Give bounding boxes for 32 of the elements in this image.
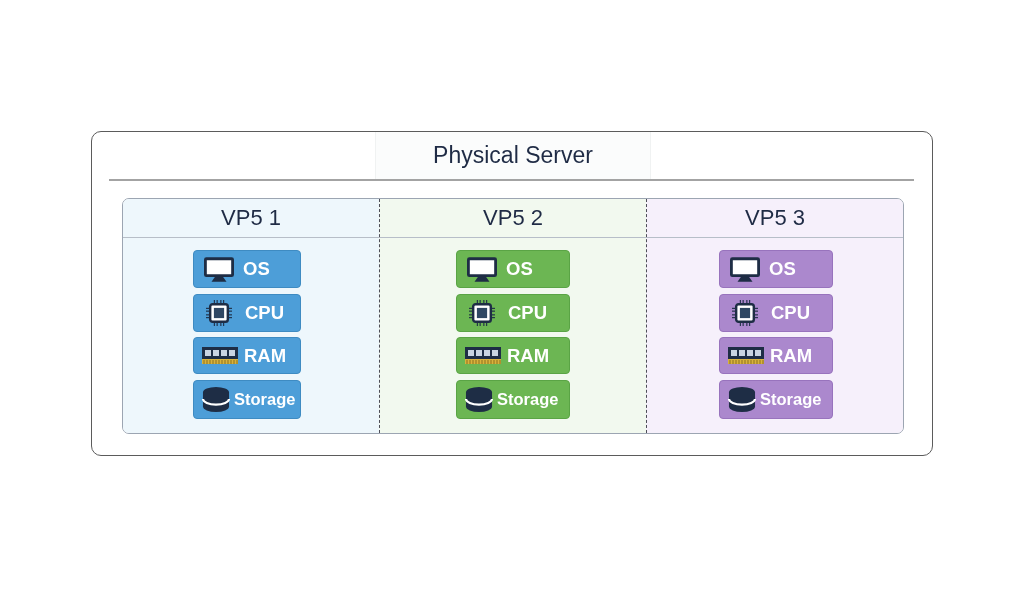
resource-tile — [456, 250, 570, 288]
resource-label: Storage — [760, 390, 822, 409]
vps-column — [123, 199, 379, 433]
resource-label: Storage — [234, 390, 296, 409]
resource-label: RAM — [244, 344, 287, 367]
resource-tile — [719, 294, 833, 332]
column-heading: VP5 2 — [482, 204, 544, 232]
resource-label: CPU — [771, 302, 811, 324]
resource-tile — [719, 250, 833, 288]
column-heading: VP5 3 — [744, 204, 806, 232]
resource-label: OS — [769, 258, 796, 280]
resource-tile — [193, 380, 301, 419]
resource-tile — [193, 294, 301, 332]
server-frame — [91, 131, 933, 456]
resource-tile — [193, 250, 301, 288]
server-title: Physical Server — [375, 132, 651, 179]
resource-tile — [456, 294, 570, 332]
resource-tile — [719, 337, 833, 374]
vps-column — [646, 199, 903, 433]
column-heading: VP5 1 — [220, 204, 282, 232]
resource-label: RAM — [507, 344, 550, 367]
resource-tile — [193, 337, 301, 374]
resource-tile — [456, 337, 570, 374]
resource-label: Storage — [497, 390, 559, 409]
resource-tile — [456, 380, 570, 419]
resource-tile — [719, 380, 833, 419]
resource-label: CPU — [508, 302, 548, 324]
vps-column — [379, 199, 646, 433]
resource-label: CPU — [245, 302, 285, 324]
resource-label: OS — [243, 258, 270, 280]
resource-label: RAM — [770, 344, 813, 367]
resource-label: OS — [506, 258, 533, 280]
